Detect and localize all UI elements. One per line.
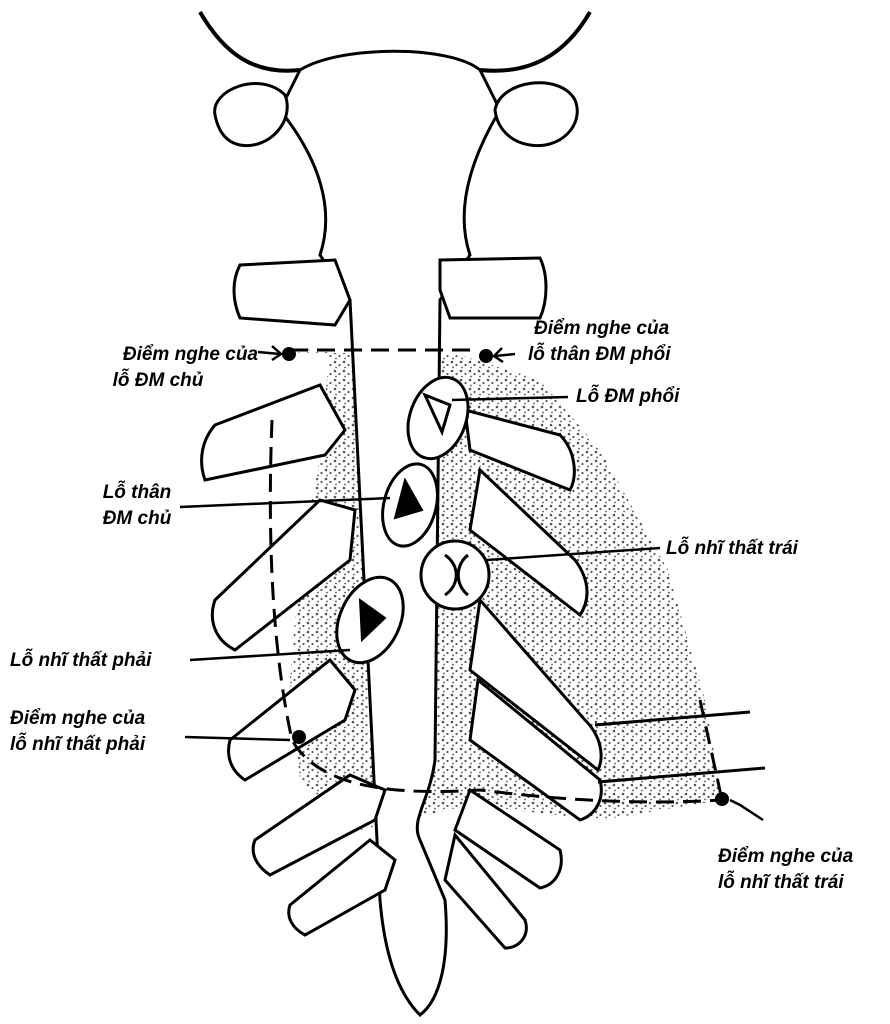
clavicle-right <box>495 83 577 146</box>
pulmonary-auscultation-point <box>479 349 493 363</box>
pulmonary-point-label-line1: Điểm nghe của <box>528 316 670 342</box>
pulmonary-valve-label: Lỗ ĐM phổi <box>576 384 679 410</box>
aortic-point-label-line2: lỗ ĐM chủ <box>58 368 258 394</box>
tricuspid-point-label-line2: lỗ nhĩ thất phải <box>10 732 145 758</box>
neck-right <box>480 12 590 71</box>
rib-right-1 <box>440 258 546 318</box>
mitral-valve <box>421 541 489 609</box>
tricuspid-auscultation-point <box>292 730 306 744</box>
pulmonary-valve-label-text: Lỗ ĐM phổi <box>576 384 679 410</box>
tricuspid-valve-label: Lỗ nhĩ thất phải <box>10 648 151 674</box>
mitral-point-label-line1: Điểm nghe của <box>718 844 853 870</box>
aortic-auscultation-point <box>282 347 296 361</box>
tricuspid-valve-label-text: Lỗ nhĩ thất phải <box>10 648 151 674</box>
pulmonary-point-label-line2: lỗ thân ĐM phổi <box>528 342 670 368</box>
clavicle-left <box>215 84 288 146</box>
tricuspid-point-label: Điểm nghe của lỗ nhĩ thất phải <box>10 706 145 758</box>
aortic-valve-label-line1: Lỗ thân <box>82 480 192 506</box>
rib-left-1 <box>234 260 350 325</box>
aortic-point-label-line1: Điểm nghe của <box>58 342 258 368</box>
neck-left <box>200 12 300 71</box>
pulmonary-point-label: Điểm nghe của lỗ thân ĐM phổi <box>528 316 670 368</box>
mitral-valve-label-text: Lỗ nhĩ thất trái <box>666 536 798 562</box>
aortic-valve-label-line2: ĐM chủ <box>82 506 192 532</box>
mitral-valve-label: Lỗ nhĩ thất trái <box>666 536 798 562</box>
mitral-point-label-line2: lỗ nhĩ thất trái <box>718 870 853 896</box>
aortic-valve-label: Lỗ thân ĐM chủ <box>82 480 192 532</box>
aortic-point-label: Điểm nghe của lỗ ĐM chủ <box>58 342 258 394</box>
tricuspid-point-label-line1: Điểm nghe của <box>10 706 145 732</box>
mitral-auscultation-point <box>715 792 729 806</box>
mitral-point-label: Điểm nghe của lỗ nhĩ thất trái <box>718 844 853 896</box>
